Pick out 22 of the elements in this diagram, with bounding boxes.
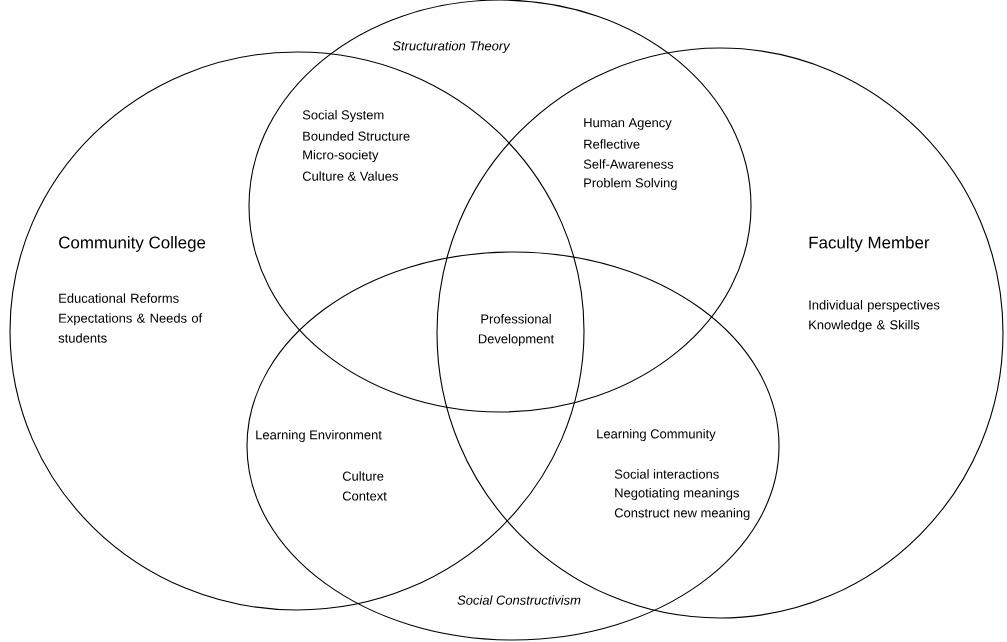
region-label: Micro-society (303, 149, 379, 163)
region-label: Learning Community (597, 428, 716, 442)
region-label: Human Agency (584, 118, 672, 130)
set-title: Structuration Theory (392, 40, 511, 54)
region-label: Social System (302, 109, 384, 123)
set-title: Social Constructivism (457, 595, 581, 605)
region-label: Reflective (584, 139, 640, 149)
set-title: Community College (59, 236, 206, 252)
set-title: Faculty Member (809, 236, 930, 252)
region-label: Bounded Structure (303, 131, 410, 141)
set-description: Individual perspectives Knowledge & Skills (809, 300, 940, 332)
region-label: Negotiating meanings (615, 487, 739, 501)
region-label: Learning Environment (256, 429, 382, 443)
set-description: Educational Reforms Expectations & Needs of students (58, 293, 203, 343)
region-label: Self-Awareness (583, 159, 674, 169)
region-label: Professional Development (478, 314, 555, 346)
region-label: Culture (342, 471, 384, 481)
region-label: Context (342, 491, 387, 501)
region-label: Social interactions (614, 469, 719, 479)
region-label: Problem Solving (584, 177, 677, 191)
region-label: Culture & Values (302, 171, 398, 181)
region-label: Construct new meaning (614, 507, 750, 521)
